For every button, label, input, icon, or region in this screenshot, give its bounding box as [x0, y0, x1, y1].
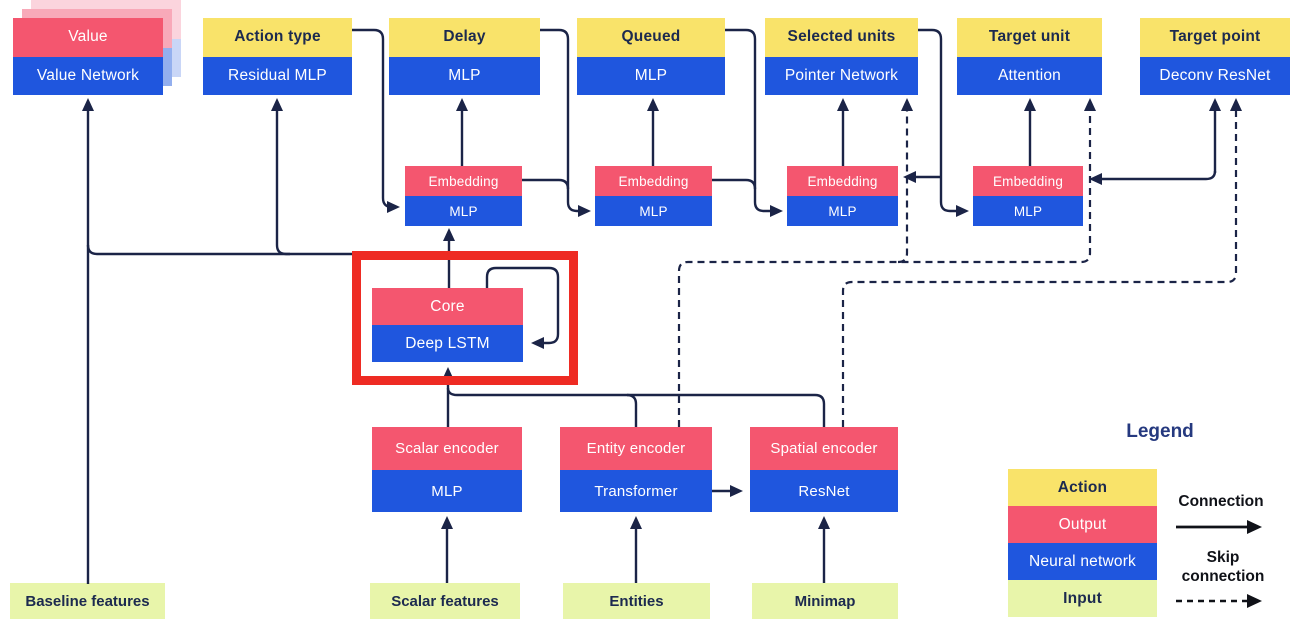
head-target-unit-label: Target unit: [957, 18, 1102, 57]
conn-entity-collector: [626, 393, 638, 427]
head-value-output-label: Value: [13, 18, 163, 57]
head-delay-network-label: MLP: [389, 56, 540, 95]
head-selected-units-label: Selected units: [765, 18, 918, 57]
legend-action-swatch: Action: [1008, 469, 1157, 506]
input-scalar-features: Scalar features: [370, 583, 520, 619]
conn-embedding2-merge: [712, 178, 757, 190]
embedding-3-network-label: MLP: [787, 196, 898, 226]
legend-input-swatch: Input: [1008, 580, 1157, 617]
head-selected-units: Selected units Pointer Network: [765, 18, 918, 95]
head-delay: Delay MLP: [389, 18, 540, 95]
input-entities: Entities: [563, 583, 710, 619]
embedding-2-network-label: MLP: [595, 196, 712, 226]
legend-title: Legend: [1126, 421, 1194, 442]
conn-into-embedding4-right: [1089, 170, 1217, 185]
conn-embedding1-merge: [522, 178, 570, 190]
embedding-1-label: Embedding: [405, 166, 522, 196]
head-target-point: Target point Deconv ResNet: [1140, 18, 1290, 95]
embedding-3-label: Embedding: [787, 166, 898, 196]
head-delay-label: Delay: [389, 18, 540, 57]
embedding-block-2: Embedding MLP: [595, 166, 712, 226]
encoder-scalar: Scalar encoder MLP: [372, 427, 522, 512]
head-action-type-network-label: Residual MLP: [203, 56, 352, 95]
embedding-block-4: Embedding MLP: [973, 166, 1083, 226]
head-value-network-label: Value Network: [13, 56, 163, 95]
legend-connection-label: Connection: [1178, 493, 1264, 510]
input-baseline-features: Baseline features: [10, 583, 165, 619]
conn-core-to-value: [86, 244, 290, 256]
head-queued-network-label: MLP: [577, 56, 725, 95]
encoder-entity-network-label: Transformer: [560, 470, 712, 512]
head-target-unit-network-label: Attention: [957, 56, 1102, 95]
head-target-unit: Target unit Attention: [957, 18, 1102, 95]
legend-skip-connection-label: Skip connection: [1181, 549, 1265, 586]
head-action-type: Action type Residual MLP: [203, 18, 352, 95]
encoder-entity: Entity encoder Transformer: [560, 427, 712, 512]
encoder-scalar-label: Scalar encoder: [372, 427, 522, 470]
embedding-block-3: Embedding MLP: [787, 166, 898, 226]
legend-swatches: Action Output Neural network Input: [1008, 469, 1157, 617]
legend-neural-network-swatch: Neural network: [1008, 543, 1157, 580]
head-value: Value Value Network: [13, 18, 163, 95]
encoder-spatial-label: Spatial encoder: [750, 427, 898, 470]
skip-spatial-to-target-point: [841, 98, 1242, 427]
legend-output-swatch: Output: [1008, 506, 1157, 543]
embedding-4-network-label: MLP: [973, 196, 1083, 226]
encoder-entity-label: Entity encoder: [560, 427, 712, 470]
encoder-scalar-network-label: MLP: [372, 470, 522, 512]
encoder-spatial-network-label: ResNet: [750, 470, 898, 512]
head-selected-units-network-label: Pointer Network: [765, 56, 918, 95]
head-target-point-label: Target point: [1140, 18, 1290, 57]
embedding-1-network-label: MLP: [405, 196, 522, 226]
embedding-block-1: Embedding MLP: [405, 166, 522, 226]
head-action-type-label: Action type: [203, 18, 352, 57]
skip-entity-to-selected-units: [897, 98, 913, 264]
conn-spatial-collector: [446, 387, 826, 427]
core-highlight-rectangle: [352, 251, 578, 385]
head-target-point-network-label: Deconv ResNet: [1140, 56, 1290, 95]
skip-connectors: [677, 98, 1242, 427]
input-minimap: Minimap: [752, 583, 898, 619]
skip-entity-to-target-unit: [677, 98, 1096, 427]
head-queued: Queued MLP: [577, 18, 725, 95]
embedding-2-label: Embedding: [595, 166, 712, 196]
encoder-spatial: Spatial encoder ResNet: [750, 427, 898, 512]
embedding-4-label: Embedding: [973, 166, 1083, 196]
head-queued-label: Queued: [577, 18, 725, 57]
